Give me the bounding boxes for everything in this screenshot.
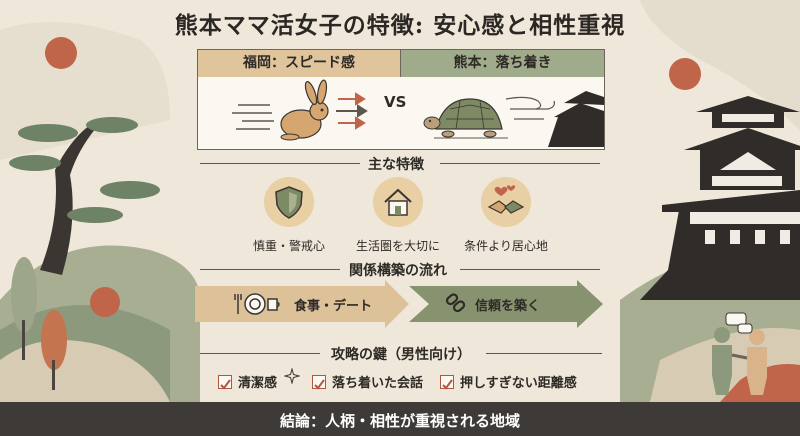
- page-title: 熊本ママ活女子の特徴: 安心感と相性重視: [174, 12, 626, 39]
- tip-2: 落ち着いた会話: [332, 376, 424, 391]
- tips-heading: 攻略の鍵（男性向け）: [331, 347, 471, 363]
- kumamoto-castle-icon: [640, 96, 800, 300]
- feature-label-2: 生活圏を大切に: [355, 239, 440, 253]
- pine-foliage-4: [100, 181, 160, 199]
- flow-step-1-label: 食事・デート: [294, 299, 373, 314]
- pine-foliage-2: [86, 117, 138, 133]
- fukuoka-header: 福岡：スピード感: [198, 50, 401, 77]
- tip-1: 清潔感: [238, 376, 278, 391]
- flow-arrow-step-2: [409, 280, 603, 328]
- checkbox-icon: [440, 375, 454, 390]
- autumn-tree: [41, 310, 67, 370]
- flow-rule-right: [460, 269, 600, 270]
- features-heading: 主な特徴: [368, 157, 424, 173]
- feature-house: [373, 177, 423, 227]
- comparison-box: 福岡：スピード感 熊本：落ち着き: [197, 49, 605, 150]
- two-people-icon: [712, 312, 767, 395]
- tips-rule-left: [200, 353, 320, 354]
- meal-icon: [234, 293, 280, 315]
- flow-rule-left: [200, 269, 340, 270]
- feature-label-1: 慎重・警戒心: [252, 239, 325, 253]
- checkbox-icon: [218, 375, 232, 390]
- feature-shield: [264, 177, 314, 227]
- bg-swirl-right: [0, 0, 800, 130]
- left-ground: [0, 340, 170, 402]
- flow-heading: 関係構築の流れ: [349, 263, 447, 279]
- wind-icon: [505, 96, 555, 120]
- chain-link-icon: [445, 293, 466, 313]
- comparison-illustration: [232, 79, 604, 147]
- checkbox-icon: [312, 375, 326, 390]
- turtle-icon: [423, 98, 508, 139]
- tips-rule-right: [486, 353, 602, 354]
- fast-arrows-icon: [336, 92, 368, 130]
- flow-arrows: [195, 280, 603, 328]
- pine-foliage-3: [9, 155, 61, 171]
- footer-conclusion: 結論：人柄・相性が重視される地域: [279, 412, 520, 430]
- speed-lines-icon: [232, 104, 274, 130]
- red-sun-right: [669, 58, 701, 90]
- feature-label-3: 条件より居心地: [464, 239, 548, 253]
- shield-icon: [275, 186, 303, 219]
- features-rule-right: [440, 163, 600, 164]
- flow-arrow-step-1: [195, 280, 409, 328]
- red-bush: [90, 287, 120, 317]
- features-rule-left: [200, 163, 360, 164]
- cypress-tree: [11, 257, 37, 333]
- house-icon: [384, 188, 412, 216]
- tip-3: 押しすぎない距離感: [460, 376, 577, 391]
- kumamoto-header: 熊本：落ち着き: [401, 50, 604, 77]
- red-sun-left: [45, 37, 77, 69]
- pine-foliage-5: [67, 207, 123, 223]
- flow-step-2-label: 信頼を築く: [475, 299, 541, 314]
- pine-trunk: [40, 125, 96, 275]
- rabbit-icon: [280, 79, 329, 141]
- sparkle-icon: [284, 368, 300, 384]
- footer-bar: [0, 402, 800, 436]
- handshake-heart-icon: [487, 185, 525, 214]
- castle-silhouette-icon: [548, 91, 604, 147]
- vs-label: VS: [384, 93, 407, 111]
- pine-foliage-1: [18, 124, 78, 142]
- feature-handshake: [481, 177, 531, 227]
